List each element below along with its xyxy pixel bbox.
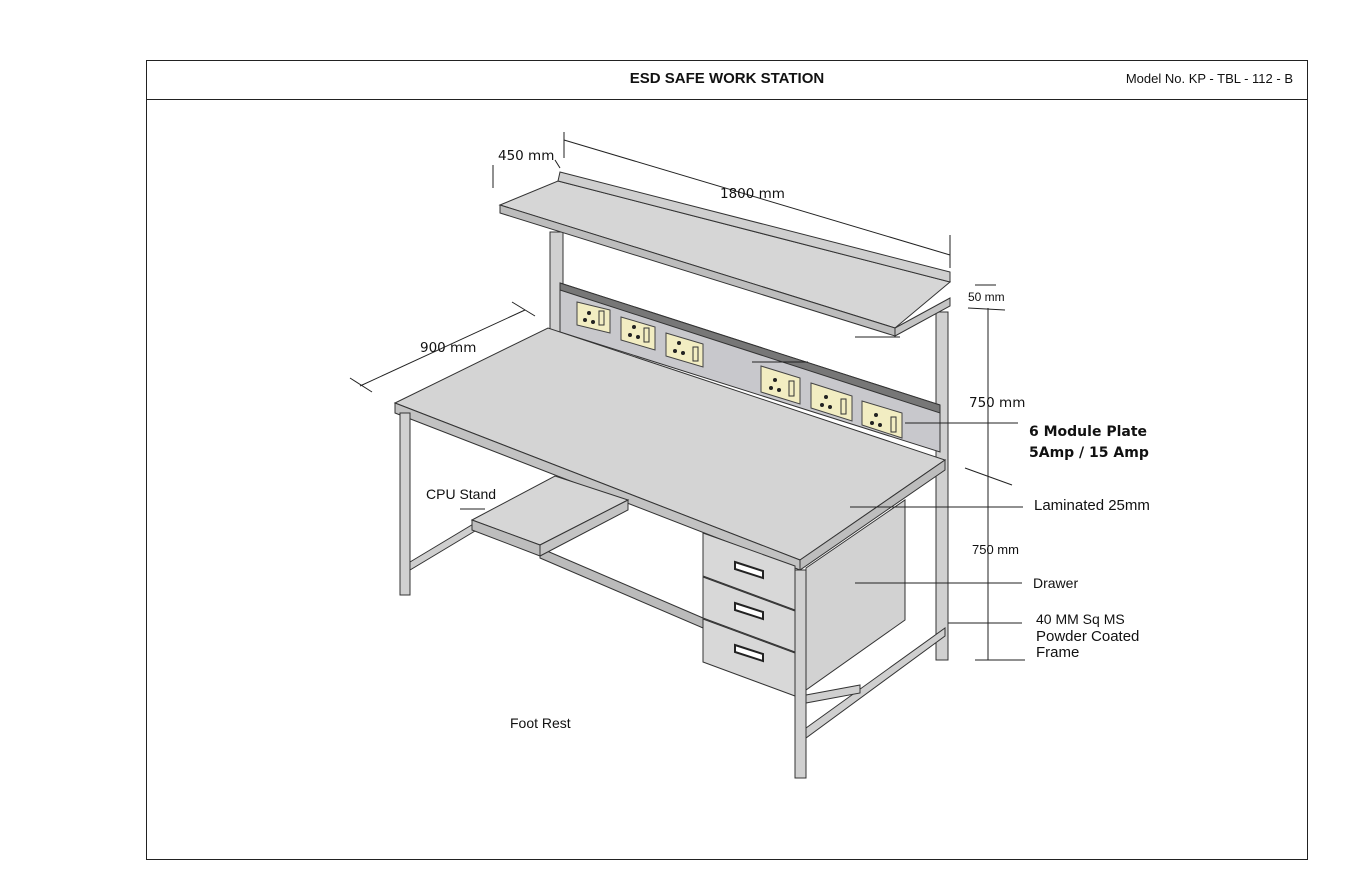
front-left-leg xyxy=(399,412,411,596)
front-right-leg xyxy=(794,569,807,779)
socket-4 xyxy=(760,365,801,405)
dim-shelf-depth: 450 mm xyxy=(498,148,555,164)
dim-depth: 900 mm xyxy=(420,340,477,356)
foot-rest-bar xyxy=(539,547,704,629)
side-bar-right xyxy=(805,627,946,739)
socket-5 xyxy=(810,382,853,422)
dim-shelf-thickness: 50 mm xyxy=(968,290,1005,304)
dim-length: 1800 mm xyxy=(720,186,785,202)
socket-3 xyxy=(665,332,704,368)
label-frame-2: Powder Coated xyxy=(1036,628,1140,645)
label-frame-1: 40 MM Sq MS xyxy=(1036,611,1125,627)
side-bar-left xyxy=(409,522,476,571)
drawing-title: ESD SAFE WORK STATION xyxy=(629,70,825,87)
dim-upper-height: 750 mm xyxy=(969,395,1026,411)
label-frame-3: Frame xyxy=(1036,644,1080,661)
label-laminated: Laminated 25mm xyxy=(1034,497,1150,514)
label-cpu-stand: CPU Stand xyxy=(426,486,497,502)
label-module-plate: 6 Module Plate xyxy=(1029,424,1148,440)
dim-lower-height: 750 mm xyxy=(972,542,1019,557)
drawing-frame: ESD SAFE WORK STATION Model No. KP - TBL… xyxy=(146,60,1308,860)
model-number: Model No. KP - TBL - 112 - B xyxy=(1125,71,1293,86)
label-module-rating: 5Amp / 15 Amp xyxy=(1029,445,1149,461)
right-upright xyxy=(935,311,949,661)
socket-6 xyxy=(861,400,903,439)
label-drawer: Drawer xyxy=(1033,575,1079,591)
label-foot-rest: Foot Rest xyxy=(510,715,571,731)
title-block: ESD SAFE WORK STATION Model No. KP - TBL… xyxy=(147,61,1307,100)
drawer-unit-side xyxy=(805,499,906,691)
